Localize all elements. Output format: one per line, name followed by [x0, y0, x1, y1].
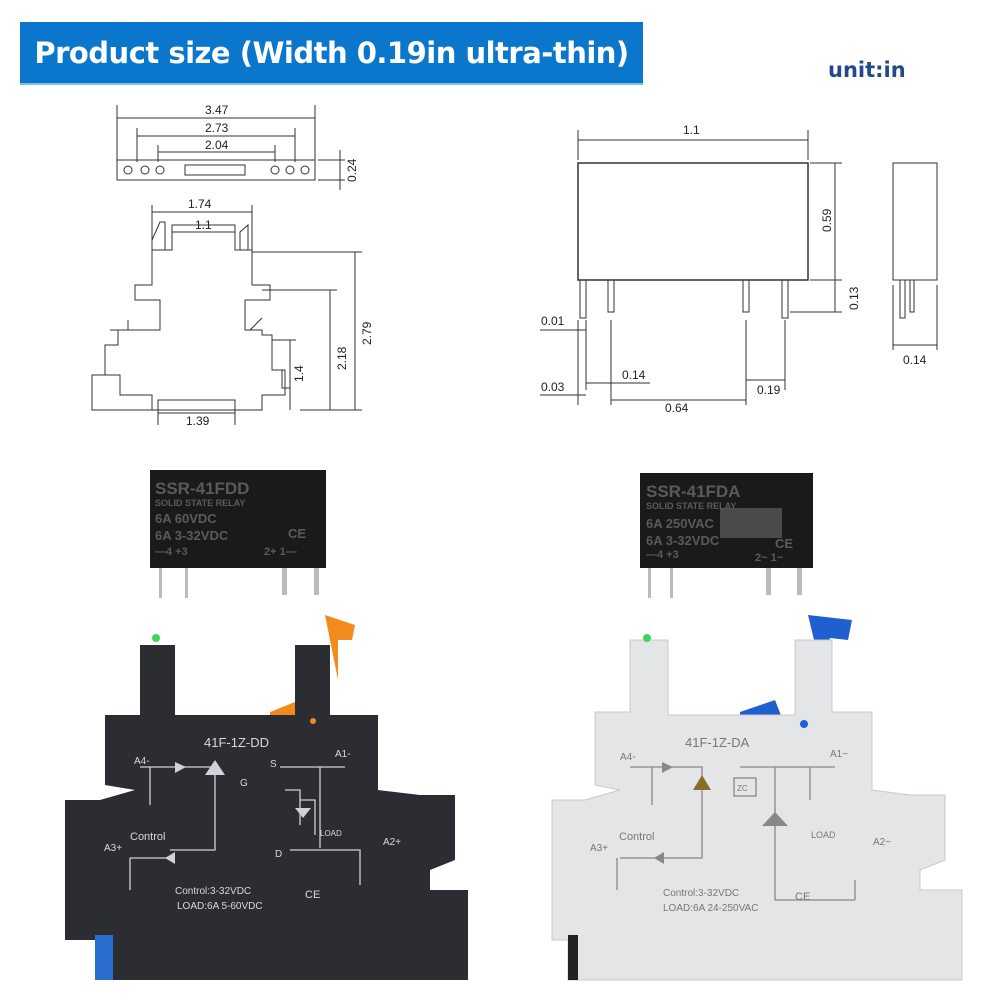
dim-0-03: 0.03: [541, 380, 565, 394]
dim-1-1-relay: 1.1: [683, 123, 700, 137]
ce-mark: CE: [775, 536, 793, 551]
terminal-d: D: [275, 849, 282, 860]
dim-1-1: 1.1: [195, 218, 212, 232]
terminal-s: S: [270, 759, 277, 770]
dim-2-18: 2.18: [335, 346, 349, 370]
dim-0-19: 0.19: [757, 383, 781, 397]
relay-pins-right: 2+ 1—: [264, 546, 297, 558]
control-spec: Control:3-32VDC: [175, 886, 251, 897]
load-spec: LOAD:6A 5-60VDC: [177, 901, 263, 912]
dim-3-47: 3.47: [205, 103, 229, 117]
relay-dimension-drawing: 1.1 0.59 0.13 0.01 0.03 0.14 0.64 0.19 0…: [540, 123, 938, 415]
unit-label: unit:in: [828, 58, 906, 82]
relay-type: SOLID STATE RELAY: [155, 498, 245, 508]
terminal-a2: A2+: [383, 837, 401, 848]
dim-0-59: 0.59: [820, 208, 834, 232]
orange-latch: [325, 615, 355, 680]
ce-mark: CE: [305, 889, 320, 901]
control-spec: Control:3-32VDC: [663, 888, 739, 899]
dim-0-14: 0.14: [622, 368, 646, 382]
relay-ssr-41fda: SSR-41FDA SOLID STATE RELAY 6A 250VAC 6A…: [640, 473, 813, 598]
relay-ssr-41fdd: SSR-41FDD SOLID STATE RELAY 6A 60VDC 6A …: [150, 470, 326, 598]
terminal-a4: A4-: [620, 752, 636, 763]
dim-side-0-14: 0.14: [903, 353, 927, 367]
dim-0-64: 0.64: [665, 401, 689, 415]
dim-0-24: 0.24: [345, 158, 359, 182]
title-text: Product size (Width 0.19in ultra-thin): [34, 35, 629, 70]
terminal-a3: A3+: [104, 843, 122, 854]
relay-model: SSR-41FDA: [646, 482, 740, 501]
dim-2-04: 2.04: [205, 138, 229, 152]
terminal-a4: A4-: [134, 756, 150, 767]
socket-dimension-drawing: 3.47 2.73 2.04 0.24 1.74 1.1 2.79 2.18 1…: [91, 103, 374, 428]
socket-41f-1z-da: 41F-1Z-DA A4- A3+ A1~ A2~ ZC Control LOA…: [551, 615, 963, 981]
relay-rating-load: 6A 250VAC: [646, 516, 715, 531]
ce-mark: CE: [288, 526, 306, 541]
socket-41f-1z-dd: 41F-1Z-DD A4- A3+ A1- A2+ S G D Control …: [65, 615, 468, 980]
dim-2-73: 2.73: [205, 121, 229, 135]
load-label: LOAD: [811, 830, 836, 840]
terminal-a2: A2~: [873, 837, 891, 848]
terminal-g: G: [240, 778, 248, 789]
relay-pins-left: —4 +3: [646, 549, 679, 561]
load-label: LOAD: [320, 829, 342, 838]
relay-pins-left: —4 +3: [155, 546, 188, 558]
terminal-a1: A1-: [335, 749, 351, 760]
terminal-a1: A1~: [830, 749, 848, 760]
zc-label: ZC: [737, 784, 748, 793]
control-label: Control: [130, 831, 165, 843]
relay-pins-right: 2~ 1~: [755, 552, 784, 564]
dim-1-4: 1.4: [292, 365, 306, 382]
ce-mark: CE: [795, 891, 810, 903]
dim-1-39: 1.39: [186, 414, 210, 428]
load-spec: LOAD:6A 24-250VAC: [663, 903, 758, 914]
dim-2-79: 2.79: [360, 321, 374, 345]
dim-0-01: 0.01: [541, 314, 565, 328]
socket-model: 41F-1Z-DD: [204, 735, 269, 750]
relay-model: SSR-41FDD: [155, 479, 249, 498]
title-banner: Product size (Width 0.19in ultra-thin): [20, 22, 643, 85]
socket-model: 41F-1Z-DA: [685, 735, 750, 750]
terminal-a3: A3+: [590, 843, 608, 854]
dim-1-74: 1.74: [188, 197, 212, 211]
control-label: Control: [619, 831, 654, 843]
dim-0-13: 0.13: [847, 286, 861, 310]
relay-rating-control: 6A 3-32VDC: [155, 528, 229, 543]
blur-patch: [720, 508, 782, 538]
relay-rating-load: 6A 60VDC: [155, 511, 217, 526]
relay-rating-control: 6A 3-32VDC: [646, 533, 720, 548]
relay-type: SOLID STATE RELAY: [646, 501, 736, 511]
